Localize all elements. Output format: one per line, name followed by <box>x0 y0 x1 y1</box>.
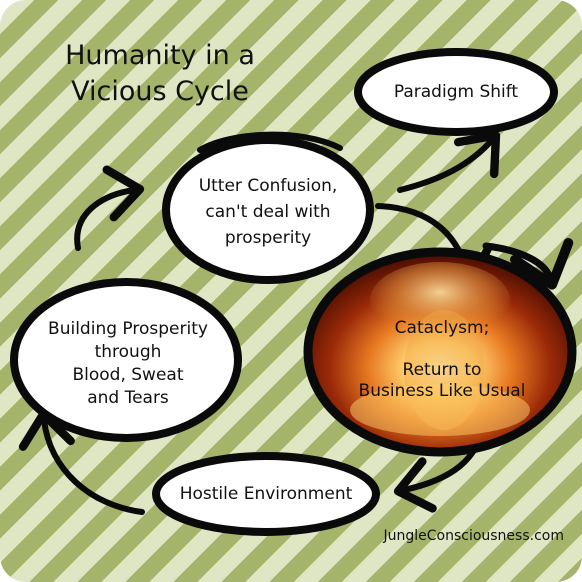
node-building-prosperity: Building Prosperity through Blood, Sweat… <box>30 314 226 414</box>
node-utter-confusion: Utter Confusion, can't deal with prosper… <box>178 172 358 252</box>
node-utter-confusion-tail <box>197 131 343 153</box>
cataclysm-line-3: Business Like Usual <box>358 381 526 401</box>
node-paradigm-shift-shape <box>354 48 558 136</box>
paradigm-shift-label: Paradigm Shift <box>393 82 519 102</box>
node-hostile-environment: Hostile Environment <box>166 478 366 510</box>
arrow-hostile-to-building <box>18 409 145 515</box>
node-paradigm-shift: Paradigm Shift <box>366 72 546 112</box>
node-cataclysm-shape <box>303 238 577 457</box>
node-cataclysm: Cataclysm; Return to Business Like Usual <box>346 318 538 402</box>
arrow-confusion-to-paradigm <box>397 131 501 193</box>
title-line-2: Vicious Cycle <box>71 76 249 107</box>
cataclysm-line-1: Cataclysm; <box>394 318 490 338</box>
utter-confusion-line-1: Utter Confusion, <box>198 176 338 196</box>
building-prosperity-line-2: through <box>94 342 162 362</box>
utter-confusion-line-2: can't deal with <box>205 202 331 222</box>
node-utter-confusion-shape <box>162 136 374 284</box>
cataclysm-line-2: Return to <box>402 360 482 380</box>
hostile-environment-label: Hostile Environment <box>179 484 353 504</box>
site-watermark: JungleConsciousness.com <box>383 528 564 544</box>
building-prosperity-line-1: Building Prosperity <box>48 319 208 339</box>
arrow-building-to-confusion <box>74 165 145 251</box>
node-hostile-environment-shape <box>152 452 380 536</box>
arrow-confusion-loop <box>112 178 168 214</box>
node-building-prosperity-shape <box>10 278 242 442</box>
title-line-1: Humanity in a <box>65 40 255 71</box>
building-prosperity-line-3: Blood, Sweat <box>72 365 184 385</box>
building-prosperity-line-4: and Tears <box>87 388 169 408</box>
diagram-title: Humanity in a Vicious Cycle <box>50 38 270 110</box>
utter-confusion-line-3: prosperity <box>224 228 312 248</box>
